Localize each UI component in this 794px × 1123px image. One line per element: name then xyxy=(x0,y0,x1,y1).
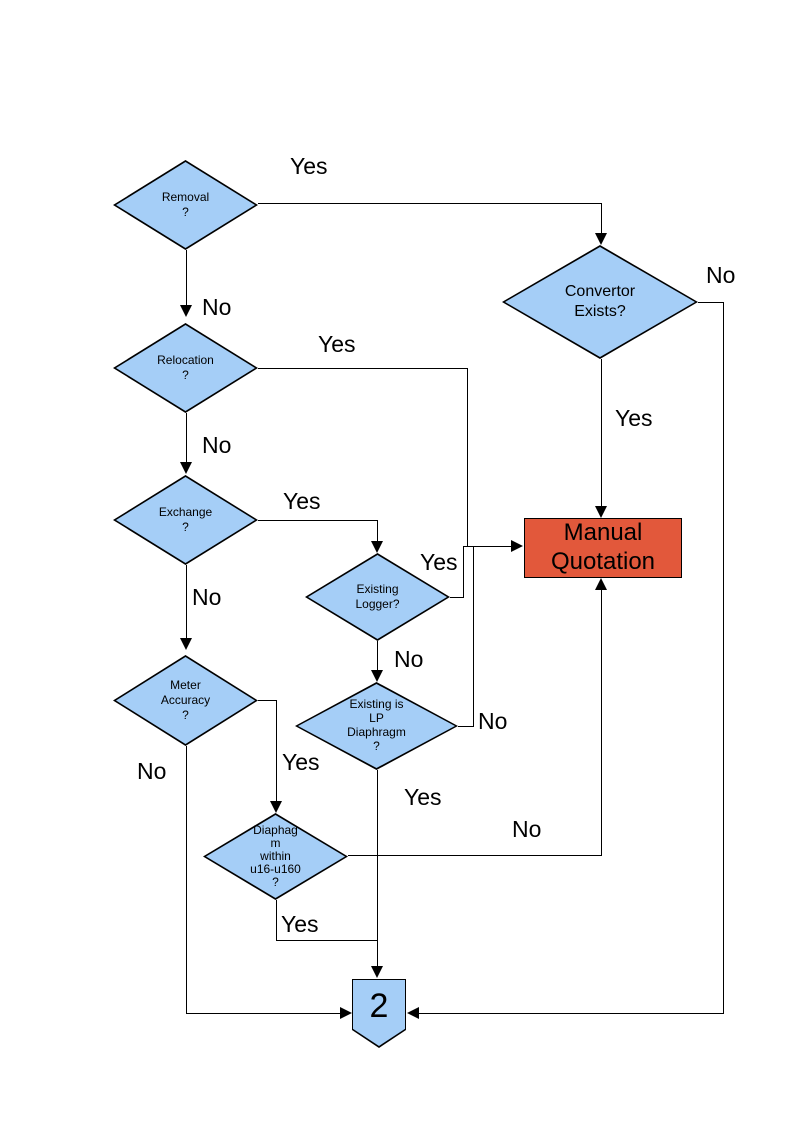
connector-segment xyxy=(258,203,601,204)
decision-existing-logger: Existing Logger? xyxy=(305,553,450,641)
connector-segment xyxy=(463,546,464,598)
edge-label-convertor-no: No xyxy=(706,262,736,288)
connector-segment xyxy=(186,250,187,306)
edge-label-relocation-no: No xyxy=(202,432,232,458)
connector-segment xyxy=(276,900,277,941)
edge-label-exchange-no: No xyxy=(192,584,222,610)
edge-label-existing-lp-yes: Yes xyxy=(404,784,442,810)
decision-exchange-label: Exchange ? xyxy=(158,505,213,534)
decision-diaphragm-range: Diaphag m within u16-u160 ? xyxy=(203,813,348,900)
edge-label-relocation-yes: Yes xyxy=(318,331,356,357)
decision-relocation: Relocation ? xyxy=(113,323,258,413)
connector-segment xyxy=(348,855,602,856)
arrowhead xyxy=(371,541,383,553)
arrowhead xyxy=(340,1007,352,1019)
connector-segment xyxy=(186,1013,340,1014)
edge-label-convertor-yes: Yes xyxy=(615,405,653,431)
connector-segment xyxy=(186,746,187,1013)
connector-segment xyxy=(698,302,724,303)
decision-removal-label: Removal ? xyxy=(161,190,210,219)
connector-segment xyxy=(601,590,602,856)
connector-segment xyxy=(377,770,378,966)
arrowhead xyxy=(511,540,523,552)
arrowhead xyxy=(371,966,383,978)
connector-segment xyxy=(723,302,724,1014)
edge-label-existing-lp-no: No xyxy=(478,708,508,734)
decision-existing-lp-diaphragm-label: Existing is LP Diaphragm ? xyxy=(347,697,406,753)
connector-segment xyxy=(186,565,187,638)
decision-existing-lp-diaphragm: Existing is LP Diaphragm ? xyxy=(295,682,458,770)
connector-segment xyxy=(450,597,464,598)
arrowhead xyxy=(270,801,282,813)
arrowhead xyxy=(180,462,192,474)
connector-segment xyxy=(467,368,468,546)
decision-exchange: Exchange ? xyxy=(113,475,258,565)
connector-segment xyxy=(601,203,602,234)
connector-segment xyxy=(258,700,277,701)
edge-label-existing-logger-no: No xyxy=(394,646,424,672)
arrowhead xyxy=(595,506,607,518)
connector-segment xyxy=(276,940,378,941)
edge-label-diaphragm-no: No xyxy=(512,816,542,842)
arrowhead xyxy=(180,638,192,650)
arrowhead xyxy=(595,578,607,590)
arrowhead xyxy=(407,1007,419,1019)
edge-label-removal-yes: Yes xyxy=(290,153,328,179)
edge-label-removal-no: No xyxy=(202,294,232,320)
connector-segment xyxy=(419,1013,724,1014)
arrowhead xyxy=(180,305,192,317)
edge-label-exchange-yes: Yes xyxy=(283,488,321,514)
edge-label-meter-accuracy-yes: Yes xyxy=(282,749,320,775)
offpage-connector-2-label: 2 xyxy=(369,987,389,1026)
offpage-connector-2: 2 xyxy=(352,979,406,1048)
connector-segment xyxy=(458,726,474,727)
connector-segment xyxy=(258,520,377,521)
decision-relocation-label: Relocation ? xyxy=(157,353,214,382)
decision-convertor-exists: Convertor Exists? xyxy=(502,245,698,359)
decision-meter-accuracy-label: Meter Accuracy ? xyxy=(160,678,211,722)
connector-segment xyxy=(473,546,474,727)
connector-segment xyxy=(377,520,378,541)
arrowhead xyxy=(371,670,383,682)
connector-segment xyxy=(258,368,467,369)
connector-segment xyxy=(601,359,602,506)
edge-label-existing-logger-yes: Yes xyxy=(420,549,458,575)
edge-label-meter-accuracy-no: No xyxy=(137,758,167,784)
decision-existing-logger-label: Existing Logger? xyxy=(355,582,400,611)
connector-segment xyxy=(276,700,277,801)
arrowhead xyxy=(595,233,607,245)
connector-segment xyxy=(463,546,511,547)
connector-segment xyxy=(186,413,187,462)
decision-convertor-exists-label: Convertor Exists? xyxy=(564,283,636,320)
decision-diaphragm-range-label: Diaphag m within u16-u160 ? xyxy=(250,822,301,890)
connector-segment xyxy=(377,641,378,670)
process-manual-quotation: Manual Quotation xyxy=(524,518,682,578)
decision-removal: Removal ? xyxy=(113,160,258,250)
edge-label-diaphragm-yes: Yes xyxy=(281,911,319,937)
decision-meter-accuracy: Meter Accuracy ? xyxy=(113,655,258,746)
